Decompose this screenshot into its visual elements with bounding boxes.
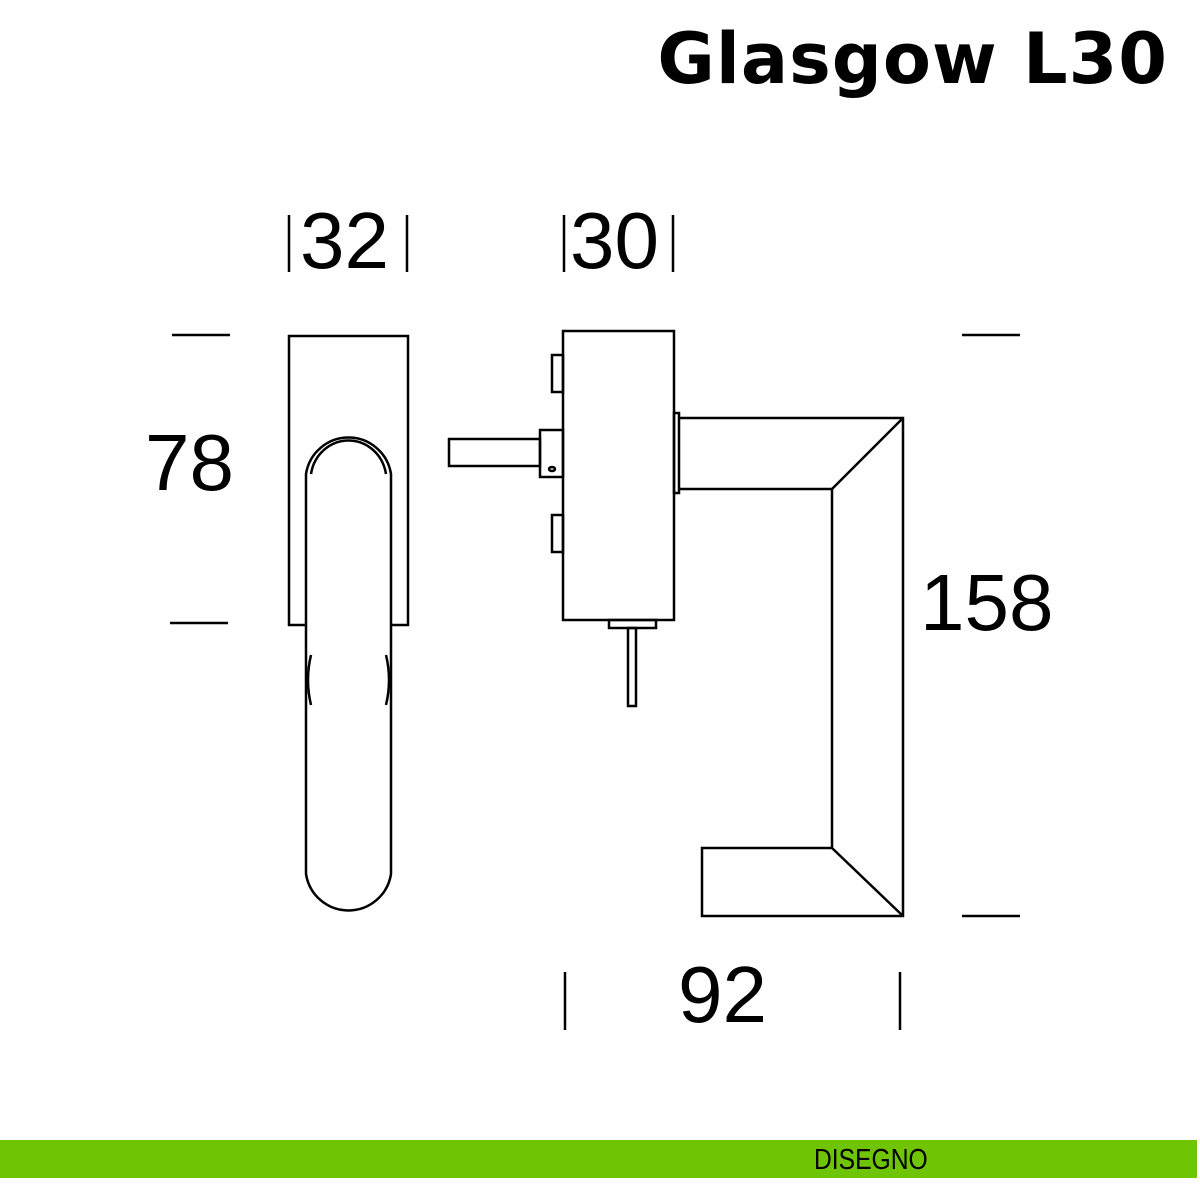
footer-bar: DISEGNO [0,1140,1197,1178]
dim-rose-height: 78 [145,418,234,507]
footer-label: DISEGNO [814,1144,928,1176]
front-view [287,334,410,912]
dimension-ticks [170,215,1020,1030]
dim-front-width: 32 [300,196,389,285]
dim-side-width: 30 [570,196,659,285]
product-title: Glasgow L30 [657,18,1168,100]
side-view [447,329,905,918]
dim-handle-length: 92 [678,950,767,1039]
dim-handle-height: 158 [920,558,1053,647]
